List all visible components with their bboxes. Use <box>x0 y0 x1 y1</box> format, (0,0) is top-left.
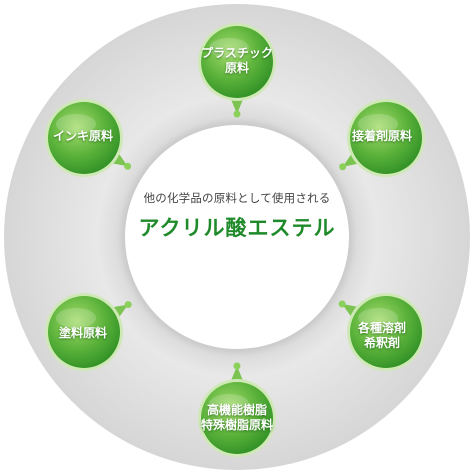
node-circle-adhesive <box>350 102 422 174</box>
center-subtitle: 他の化学品の原料として使用される <box>143 191 331 205</box>
node-circle-paint <box>48 296 120 368</box>
node-highlight-resin <box>209 394 249 414</box>
node-stem-tip-plastic <box>233 110 241 118</box>
center-block: 他の化学品の原料として使用される アクリル酸エステル <box>112 190 362 242</box>
node-circle-plastic <box>201 26 273 98</box>
node-stem-tip-solvent <box>338 300 346 308</box>
node-circle-resin <box>201 382 273 454</box>
node-stem-tip-paint <box>124 301 132 309</box>
node-label-adhesive: 接着剤原料 <box>351 129 412 143</box>
node-label-resin: 高機能樹脂 特殊樹脂原料 <box>200 403 273 432</box>
node-stem-tip-resin <box>233 362 241 370</box>
center-title: アクリル酸エステル <box>138 216 336 240</box>
node-highlight-ink <box>56 114 96 134</box>
node-highlight-adhesive <box>358 114 398 134</box>
node-label-paint: 塗料原料 <box>58 326 107 340</box>
node-label-plastic: プラスチック 原料 <box>201 46 273 75</box>
node-circle-ink <box>48 102 120 174</box>
inner-disk <box>125 125 349 349</box>
node-label-solvent: 各種溶剤 希釈剤 <box>357 321 406 350</box>
node-circle-solvent <box>350 296 422 368</box>
node-label-ink: インキ原料 <box>52 129 113 143</box>
node-stem-tip-adhesive <box>339 163 347 171</box>
node-highlight-paint <box>56 308 96 328</box>
node-highlight-solvent <box>358 308 398 328</box>
node-highlight-plastic <box>209 38 249 58</box>
node-stem-tip-ink <box>124 162 132 170</box>
